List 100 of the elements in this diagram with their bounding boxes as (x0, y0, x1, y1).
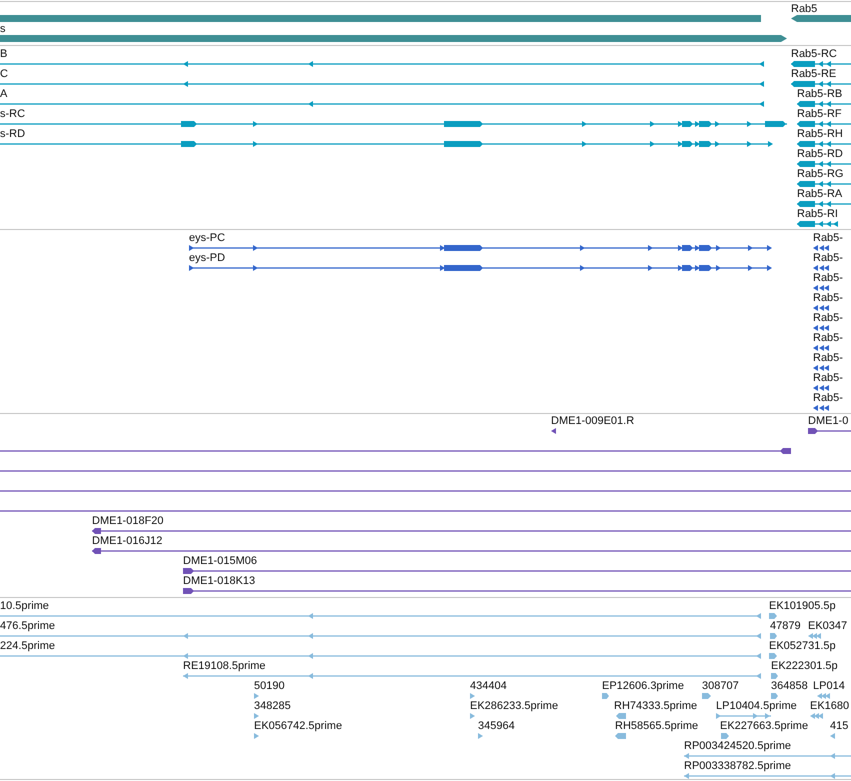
feature-label: 476.5prime (0, 620, 56, 632)
gene-feature (183, 660, 761, 680)
gene-feature (770, 620, 801, 640)
feature-label: RH74333.5prime (614, 700, 698, 712)
gene-feature (470, 700, 558, 720)
feature-label: s (0, 23, 6, 35)
gene-feature (254, 700, 291, 720)
gene-feature (0, 640, 761, 660)
feature-label: Rab5- (813, 252, 843, 264)
gene-feature (0, 620, 761, 640)
feature-label: RP003424520.5prime (684, 740, 792, 752)
gene-feature (183, 555, 851, 575)
feature-label: 345964 (478, 720, 515, 732)
gene-feature (797, 108, 851, 128)
feature-label: Rab5- (813, 312, 843, 324)
gene-feature (0, 23, 787, 43)
feature-label: Rab5-RF (797, 108, 843, 120)
gene-feature (791, 3, 851, 23)
feature-label: A (0, 88, 8, 100)
gene-feature (769, 600, 836, 620)
gene-feature (0, 108, 787, 128)
gene-feature (813, 372, 843, 392)
gene-feature (797, 148, 851, 168)
feature-label: DME1-018K13 (183, 575, 256, 587)
feature-label: Rab5-RE (791, 68, 838, 80)
gene-feature (189, 252, 771, 272)
gene-feature (716, 700, 797, 720)
feature-label: EK052731.5p (769, 640, 836, 652)
gene-feature (615, 720, 698, 740)
feature-label: RH58565.5prime (615, 720, 698, 732)
feature-label: 50190 (254, 680, 285, 692)
gene-feature (813, 332, 843, 352)
gene-feature (183, 575, 851, 595)
feature-label: Rab5-RA (797, 188, 844, 200)
feature-label: DME1-016J12 (92, 535, 164, 547)
feature-label: EK286233.5prime (470, 700, 558, 712)
gene-feature (478, 720, 515, 740)
gene-feature (813, 680, 845, 700)
feature-label: Rab5- (813, 332, 843, 344)
gene-feature (551, 415, 634, 435)
feature-label: Rab5 (791, 3, 818, 15)
gene-feature (684, 740, 851, 760)
feature-label: B (0, 48, 8, 60)
feature-label: 308707 (702, 680, 739, 692)
gene-feature (92, 515, 851, 535)
gene-feature (830, 720, 848, 740)
feature-label: EP12606.3prime (602, 680, 684, 692)
feature-label: Rab5- (813, 272, 843, 284)
feature-label: Rab5- (813, 232, 843, 244)
gene-feature (0, 48, 761, 68)
gene-feature (813, 312, 843, 332)
feature-label: EK056742.5prime (254, 720, 342, 732)
feature-label: LP014 (813, 680, 845, 692)
gene-feature (791, 48, 851, 68)
feature-label: 10.5prime (0, 600, 50, 612)
feature-label: DME1-0 (808, 415, 850, 427)
gene-feature (189, 232, 771, 252)
feature-label: DME1-009E01.R (551, 415, 634, 427)
gene-feature (791, 68, 851, 88)
feature-label: DME1-015M06 (183, 555, 258, 567)
feature-label: 224.5prime (0, 640, 56, 652)
feature-label: 434404 (470, 680, 507, 692)
feature-label: EK101905.5p (769, 600, 836, 612)
feature-label: Rab5-RD (797, 148, 844, 160)
gene-feature (769, 640, 836, 660)
feature-label: Rab5- (813, 292, 843, 304)
gene-feature (771, 680, 808, 700)
feature-label: EK222301.5p (771, 660, 838, 672)
feature-label: DME1-018F20 (92, 515, 165, 527)
feature-label: Rab5-RB (797, 88, 844, 100)
feature-label: Rab5-RI (797, 208, 838, 220)
gene-feature (614, 700, 698, 720)
gene-feature (813, 232, 843, 252)
feature-label: RP003338782.5prime (684, 760, 792, 772)
feature-label: 348285 (254, 700, 291, 712)
gene-feature (0, 68, 761, 88)
gene-feature (797, 188, 851, 208)
gene-feature (684, 760, 851, 780)
gene-feature (720, 720, 808, 740)
gene-feature (797, 128, 851, 148)
feature-label: Rab5-RH (797, 128, 844, 140)
feature-label: RE19108.5prime (183, 660, 267, 672)
gene-feature (771, 660, 838, 680)
gene-feature (810, 700, 850, 720)
gene-feature (797, 88, 851, 108)
feature-label: EK0347 (808, 620, 848, 632)
gene-feature (813, 292, 843, 312)
gene-feature (254, 720, 342, 740)
feature-label: Rab5-RC (791, 48, 838, 60)
feature-label: 415 (830, 720, 848, 732)
gene-feature (92, 535, 851, 555)
gene-feature (0, 128, 772, 148)
gene-feature (813, 252, 843, 272)
gene-feature (797, 208, 838, 228)
gene-feature (813, 352, 843, 372)
gene-feature (702, 680, 739, 700)
feature-label: LP10404.5prime (716, 700, 797, 712)
feature-label: eys-PC (189, 232, 226, 244)
gene-feature (0, 600, 761, 620)
feature-label: Rab5- (813, 372, 843, 384)
